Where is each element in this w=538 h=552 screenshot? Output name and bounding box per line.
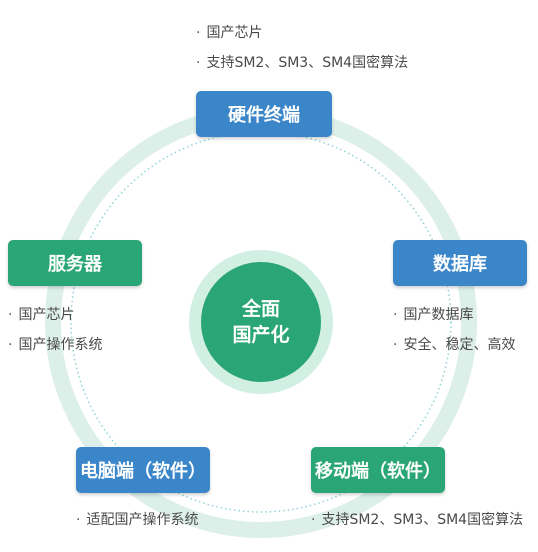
bullet-item: ·适配国产操作系统 [76, 512, 199, 528]
database-bullets: ·国产数据库 ·安全、稳定、高效 [393, 300, 515, 360]
node-label: 数据库 [433, 254, 487, 275]
inner-dotted-ring [70, 131, 452, 513]
node-label: 硬件终端 [228, 105, 300, 126]
bullet-item: ·安全、稳定、高效 [393, 337, 516, 353]
node-label: 电脑端（软件） [80, 461, 206, 482]
node-server: 服务器 [8, 240, 142, 286]
center-label-line1: 全面 [241, 298, 280, 320]
bullet-item: ·国产操作系统 [8, 337, 103, 353]
node-mobile-software: 移动端（软件） [311, 447, 445, 493]
center-label-line2: 国产化 [232, 324, 290, 346]
center-label: 全面 国产化 [199, 272, 323, 372]
bullet-item: ·支持SM2、SM3、SM4国密算法 [196, 55, 409, 71]
bullet-item: ·国产芯片 [196, 25, 263, 41]
center-circle [201, 262, 321, 382]
mobile-bullets: ·支持SM2、SM3、SM4国密算法 [311, 505, 523, 535]
bullet-item: ·国产数据库 [393, 307, 474, 323]
node-label: 服务器 [48, 254, 102, 275]
server-bullets: ·国产芯片 ·国产操作系统 [8, 300, 102, 360]
node-hardware-terminal: 硬件终端 [196, 91, 332, 137]
pc-bullets: ·适配国产操作系统 [76, 505, 198, 535]
node-pc-software: 电脑端（软件） [76, 447, 210, 493]
bullet-item: ·国产芯片 [8, 307, 75, 323]
hardware-bullets: ·国产芯片 ·支持SM2、SM3、SM4国密算法 [196, 18, 408, 78]
node-database: 数据库 [393, 240, 527, 286]
node-label: 移动端（软件） [315, 461, 441, 482]
bullet-item: ·支持SM2、SM3、SM4国密算法 [311, 512, 524, 528]
